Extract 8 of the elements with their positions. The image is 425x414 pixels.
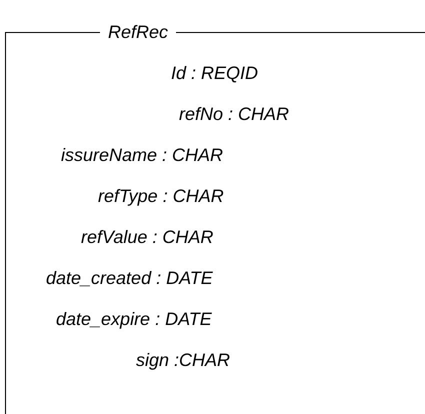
attribute-text: refNo : CHAR bbox=[179, 103, 290, 125]
attribute-text: refType : CHAR bbox=[98, 185, 224, 207]
attribute-text: Id : REQID bbox=[171, 62, 258, 84]
attribute-text: date_created : DATE bbox=[46, 267, 213, 289]
attribute-text: refValue : CHAR bbox=[81, 226, 214, 248]
attribute-text: issureName : CHAR bbox=[61, 144, 224, 166]
attribute-text: sign :CHAR bbox=[136, 349, 230, 371]
attribute-text: date_expire : DATE bbox=[56, 308, 212, 330]
